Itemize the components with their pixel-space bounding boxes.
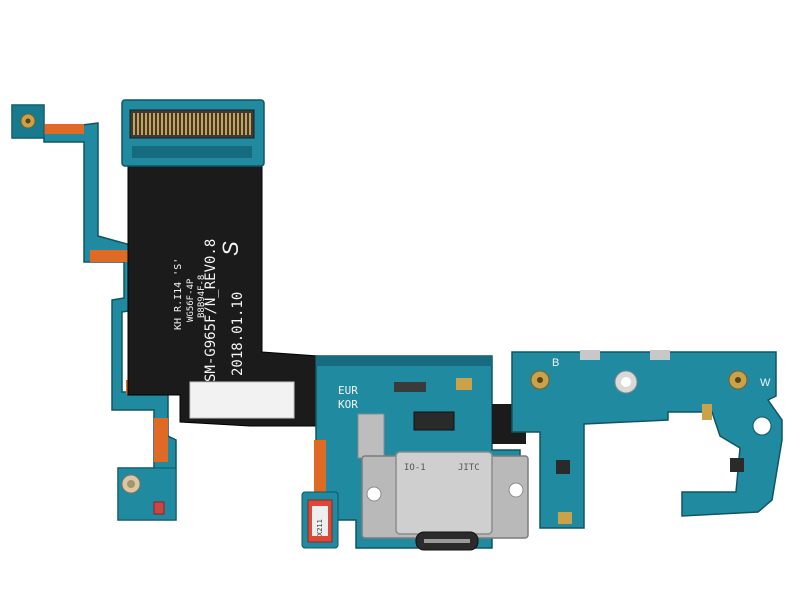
region-label-kor: KOR xyxy=(338,398,358,411)
right-antenna-board xyxy=(511,350,783,529)
connector-pin xyxy=(141,113,143,135)
mount-hole-left xyxy=(366,486,382,502)
connector-pin xyxy=(189,113,191,135)
region-label-eur: EUR xyxy=(338,384,358,397)
connector-pin xyxy=(245,113,247,135)
connector-pin xyxy=(209,113,211,135)
connector-pin xyxy=(241,113,243,135)
port-mark-1: IO-1 xyxy=(404,463,426,473)
pad-label-w: W xyxy=(760,377,771,389)
connector-pin xyxy=(249,113,251,135)
connector-pin xyxy=(197,113,199,135)
code-label-1: KH R.I14 'S' xyxy=(173,258,184,330)
connector-pin xyxy=(149,113,151,135)
connector-pin xyxy=(201,113,203,135)
date-label: 2018.01.10 xyxy=(230,292,246,376)
silkscreen-text: SM-G965F/N_REV0.8 2018.01.10 KH R.I14 'S… xyxy=(173,239,771,536)
code-label-3: B8B94F-8 xyxy=(197,275,207,318)
connector-pin xyxy=(213,113,215,135)
mount-hole-far-right xyxy=(752,416,772,436)
orange-flex-segment-2 xyxy=(90,250,134,262)
ic-chip xyxy=(413,411,455,431)
connector-pin xyxy=(173,113,175,135)
smd-component xyxy=(153,501,165,515)
top-connector-board xyxy=(121,99,265,167)
white-label-sticker xyxy=(189,381,295,419)
connector-pin xyxy=(237,113,239,135)
model-label: SM-G965F/N_REV0.8 xyxy=(203,239,219,382)
connector-pin xyxy=(157,113,159,135)
port-mark-2: JITC xyxy=(458,463,480,473)
connector-pin xyxy=(233,113,235,135)
orange-flex-segment-4 xyxy=(154,418,168,462)
connector-pin xyxy=(161,113,163,135)
board-to-board-connector xyxy=(129,109,255,139)
pad-label-b: B xyxy=(552,357,559,369)
connector-pin xyxy=(153,113,155,135)
connector-pin xyxy=(193,113,195,135)
sensor-ic xyxy=(556,460,570,474)
orange-flex-segment-mic xyxy=(314,440,326,496)
black-flex-body xyxy=(127,161,319,427)
connector-pin xyxy=(169,113,171,135)
metal-shield-bracket xyxy=(357,413,385,459)
mount-hole-right xyxy=(508,482,524,498)
mic-mark: X211 xyxy=(316,519,324,536)
connector-pin xyxy=(185,113,187,135)
connector-pin xyxy=(229,113,231,135)
connector-pin xyxy=(133,113,135,135)
connector-pin xyxy=(145,113,147,135)
connector-pin xyxy=(221,113,223,135)
brand-glyph: S xyxy=(218,241,243,256)
connector-pin xyxy=(225,113,227,135)
connector-pin xyxy=(165,113,167,135)
connector-pin xyxy=(205,113,207,135)
connector-pin xyxy=(177,113,179,135)
connector-pin xyxy=(181,113,183,135)
code-label-2: WG56F-4P xyxy=(186,278,196,322)
connector-pin xyxy=(137,113,139,135)
charging-port-board xyxy=(301,355,529,551)
orange-flex-segment-1 xyxy=(44,124,84,134)
connector-pin xyxy=(217,113,219,135)
